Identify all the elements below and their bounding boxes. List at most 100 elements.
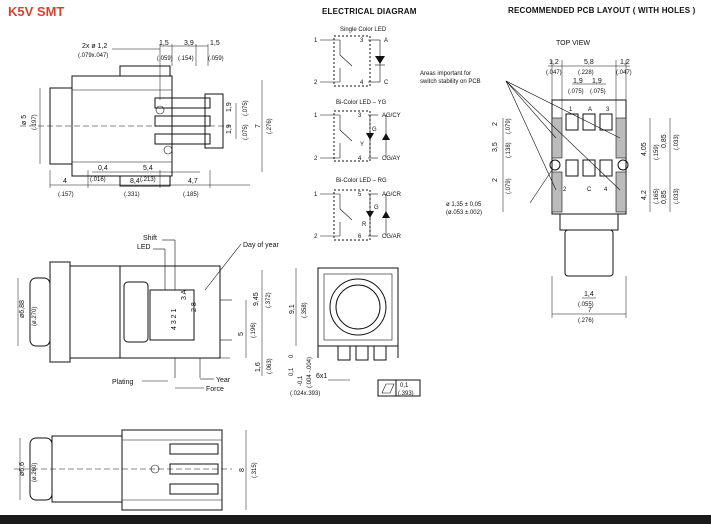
pcb-pad <box>582 113 596 131</box>
flatness-value: 0,1 <box>400 383 409 389</box>
led-diode-icon <box>382 211 390 218</box>
mid-dim-0-1: 0,1 <box>289 367 295 376</box>
front-dim-9-45: 9,45 <box>253 292 260 306</box>
svg-text:1: 1 <box>569 107 573 113</box>
side-view: 2x ø 1,2 (.079x.047) 1,5 (.059) 3,9 (.15… <box>20 40 273 198</box>
shift-label: Shift <box>143 235 157 242</box>
svg-text:2: 2 <box>314 234 318 240</box>
bottom-border <box>0 515 711 524</box>
bi-color-rg-label: Bi-Color LED – RG <box>336 178 387 184</box>
pcb-dim-4-2: 4,2 <box>641 190 648 200</box>
pcb-dim-1-2b: 1,2 <box>620 59 630 66</box>
pcb-dim-1-9a: 1,9 <box>573 78 583 85</box>
flatness-box <box>377 379 421 397</box>
bottom-housing <box>121 429 223 511</box>
dim-1-9a: 1,9 <box>226 102 233 112</box>
areas-important-label-2: switch stability on PCB <box>420 79 481 85</box>
pcb-dim-4-05: 4,05 <box>641 142 648 156</box>
pcb-dim-2b: 2 <box>492 178 499 182</box>
side-pin <box>154 115 211 127</box>
svg-text:A: A <box>588 107 592 113</box>
dim-dia-5: ø 5 <box>21 115 28 125</box>
flatness-value-in: (.393) <box>398 391 414 397</box>
svg-text:G: G <box>374 205 379 211</box>
front-pins: 3 A <box>181 290 188 300</box>
dim-1-9a-in: (.075) <box>243 100 249 116</box>
front-dim-dia-in: (ø.270) <box>32 307 38 326</box>
bi-color-yg-label: Bi-Color LED – YG <box>336 100 387 106</box>
pcb-dim-1-2a-in: (.047) <box>546 70 562 76</box>
side-pin <box>154 133 211 145</box>
pcb-dim-0-85b-in: (.033) <box>674 188 680 204</box>
bottom-pin <box>169 443 219 455</box>
top-view-label: TOP VIEW <box>556 40 590 47</box>
stability-area <box>551 171 563 213</box>
svg-text:CG/AR: CG/AR <box>382 234 402 240</box>
mid-button-outer <box>329 278 387 336</box>
pcb-dim-0-85a: 0,85 <box>661 134 668 148</box>
pcb-pad <box>599 159 613 177</box>
plating-label: Plating <box>112 379 134 386</box>
svg-text:Y: Y <box>360 142 364 148</box>
pcb-dim-1-9b: 1,9 <box>592 78 602 85</box>
svg-text:3: 3 <box>606 107 610 113</box>
dim-2x-hole-in: (.079x.047) <box>78 53 108 59</box>
pcb-dim-5-8: 5,8 <box>584 59 594 66</box>
svg-text:2: 2 <box>563 187 567 193</box>
electrical-diagram: Single Color LED 1 2 3 4 A C Bi-Color LE… <box>314 27 402 241</box>
front-pins-2: 4 3 2 1 <box>171 308 178 330</box>
dim-1-5b: 1,5 <box>210 40 220 47</box>
dim-7-in: (.276) <box>267 118 273 134</box>
svg-text:R: R <box>362 222 367 228</box>
pcb-dim-1-2a: 1,2 <box>549 59 559 66</box>
mid-view: 9,1 (.358) 0 0,1 -0,1 (.004 -.004) 6x1 (… <box>289 267 421 397</box>
svg-text:6: 6 <box>358 234 362 240</box>
side-pin <box>154 97 211 109</box>
dim-8-4-in: (.331) <box>124 192 140 198</box>
single-color-led-label: Single Color LED <box>340 27 387 33</box>
pcb-dim-1-9b-in: (.075) <box>590 89 606 95</box>
bottom-view: ø6,6 (ø.260) 8 (.315) <box>14 429 258 511</box>
front-dim-dia: ø6,88 <box>19 300 26 318</box>
mid-dim-9-1: 9,1 <box>289 304 296 314</box>
pcb-dim-2a-in: (.079) <box>506 118 512 134</box>
pcb-layout-header: RECOMMENDED PCB LAYOUT ( WITH HOLES ) <box>508 6 696 15</box>
svg-text:A: A <box>384 38 388 44</box>
front-dim-1-6: 1,6 <box>255 362 262 372</box>
mid-button-inner <box>335 284 381 330</box>
dim-5-4-in: (.213) <box>140 177 156 183</box>
pcb-hole-dim: ø 1,35 ± 0,05 <box>446 202 482 208</box>
front-dim-5-in: (.196) <box>251 322 257 338</box>
mount-hole <box>155 105 165 115</box>
bottom-dim-8: 8 <box>239 468 246 472</box>
dim-dia-5-in: (.197) <box>32 114 38 130</box>
svg-text:2: 2 <box>314 156 318 162</box>
mid-dim-neg-0-1: -0,1 <box>298 375 304 386</box>
pcb-dim-2b-in: (.079) <box>506 178 512 194</box>
dim-1-5b-in: (.059) <box>208 56 224 62</box>
led-diode-icon <box>382 133 390 140</box>
mid-dim-0: 0 <box>289 354 295 358</box>
pcb-dim-5-8-in: (.228) <box>578 70 594 76</box>
pcb-pad <box>565 159 579 177</box>
front-dim-9-45-in: (.372) <box>266 292 272 308</box>
svg-text:1: 1 <box>314 113 318 119</box>
stability-area <box>551 117 563 159</box>
led-label: LED <box>137 244 151 251</box>
bottom-dim-dia: ø6,6 <box>19 462 26 476</box>
pcb-dim-0-85b: 0,85 <box>661 190 668 204</box>
pcb-dim-7-in: (.276) <box>578 318 594 324</box>
front-housing <box>119 265 221 359</box>
svg-text:3: 3 <box>360 38 364 44</box>
pcb-dim-1-9a-in: (.075) <box>568 89 584 95</box>
dim-3-9: 3,9 <box>184 40 194 47</box>
dim-1-9b: 1,9 <box>226 124 233 134</box>
dim-1-5: 1,5 <box>159 40 169 47</box>
dim-1-5-in: (.059) <box>157 56 173 62</box>
dim-2x-hole: 2x ø 1,2 <box>82 43 107 50</box>
pcb-hole <box>617 159 629 171</box>
pcb-button-outline <box>564 229 614 277</box>
mid-dim-6x1-in: (.024x.393) <box>290 391 320 397</box>
svg-text:CG/AY: CG/AY <box>382 156 400 162</box>
bottom-dim-dia-in: (ø.260) <box>32 463 38 482</box>
